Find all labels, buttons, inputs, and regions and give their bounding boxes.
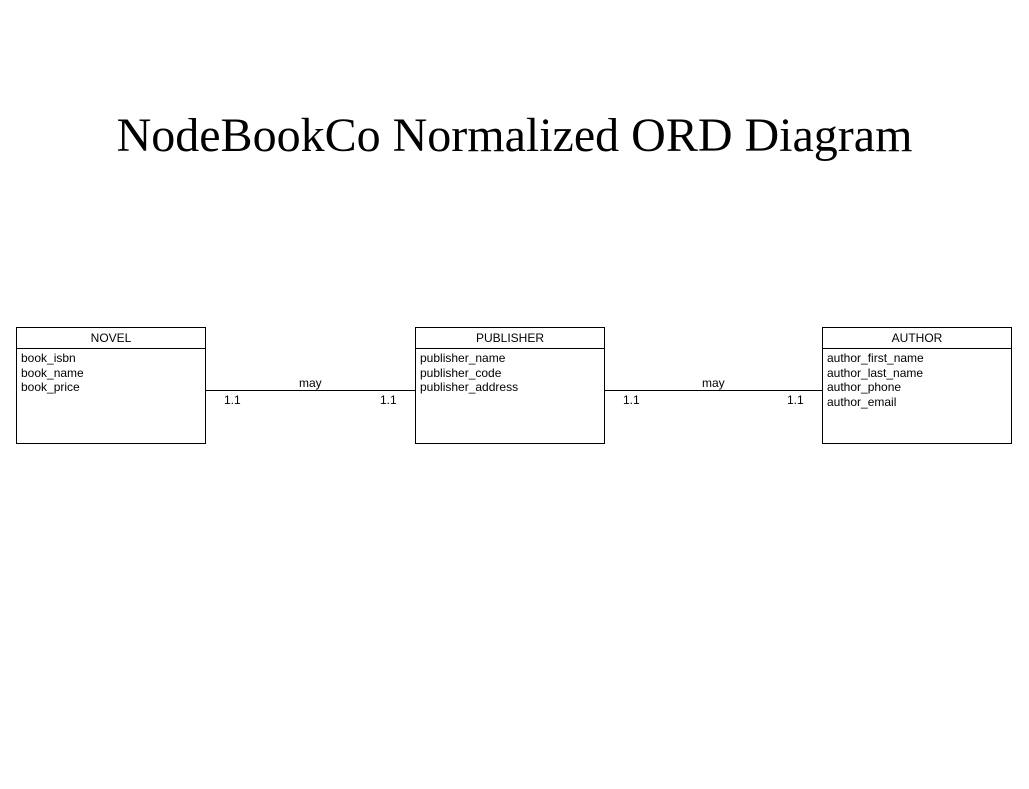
attribute: author_phone	[827, 380, 902, 394]
attribute-list: book_isbn book_name book_price	[17, 349, 205, 395]
attribute: publisher_code	[420, 365, 502, 380]
entity-header: PUBLISHER	[416, 328, 604, 349]
cardinality-label: 1.1	[623, 393, 640, 407]
entity-header: NOVEL	[17, 328, 205, 349]
entity-author[interactable]: AUTHOR author_first_name author_last_nam…	[822, 327, 1012, 444]
attribute: author_first_name	[827, 351, 924, 365]
attribute: book_price	[21, 380, 80, 394]
attribute: book_isbn	[21, 351, 76, 365]
attribute-list: author_first_name author_last_name autho…	[823, 349, 1011, 409]
relationship-label: may	[702, 376, 725, 390]
diagram-title: NodeBookCo Normalized ORD Diagram	[116, 109, 913, 162]
entity-novel[interactable]: NOVEL book_isbn book_name book_price	[16, 327, 206, 444]
attribute-list: publisher_name publisher_code publisher_…	[416, 349, 604, 395]
relationship-label: may	[299, 376, 322, 390]
relationship-line-novel-publisher[interactable]	[206, 390, 415, 391]
entity-header: AUTHOR	[823, 328, 1011, 349]
cardinality-label: 1.1	[787, 393, 804, 407]
cardinality-label: 1.1	[380, 393, 397, 407]
relationship-line-publisher-author[interactable]	[605, 390, 822, 391]
attribute: book_name	[21, 365, 84, 380]
attribute: publisher_name	[420, 351, 506, 365]
attribute: publisher_address	[420, 380, 519, 394]
attribute: author_email	[827, 394, 897, 409]
entity-publisher[interactable]: PUBLISHER publisher_name publisher_code …	[415, 327, 605, 444]
attribute: author_last_name	[827, 365, 924, 380]
cardinality-label: 1.1	[224, 393, 241, 407]
